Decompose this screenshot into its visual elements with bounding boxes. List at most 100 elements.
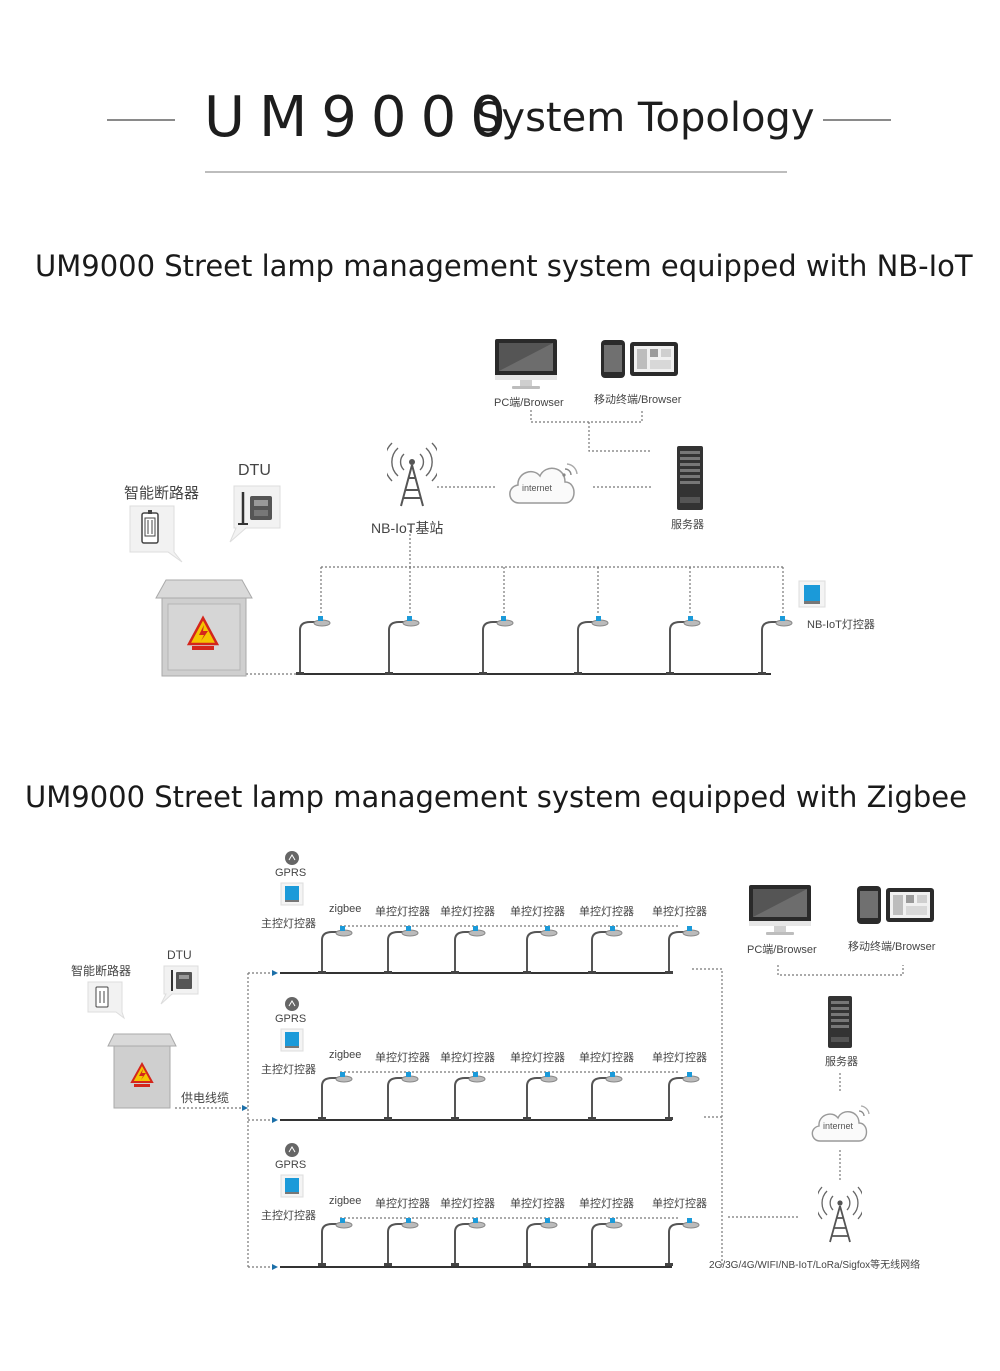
- server-icon: [828, 996, 852, 1048]
- street-lamp-base: [451, 1117, 459, 1120]
- section2-title: UM9000 Street lamp management system equ…: [25, 780, 967, 814]
- street-lamp-pole: [668, 1223, 687, 1265]
- lamp-controller-node: [610, 926, 615, 931]
- street-lamp-base: [588, 971, 596, 974]
- street-lamp-pole: [668, 1077, 687, 1119]
- breaker-label: 智能断路器: [71, 964, 132, 978]
- street-lamp-base: [318, 971, 326, 974]
- lamp-controller-node: [610, 1218, 615, 1223]
- street-lamp-pole: [761, 621, 780, 674]
- page-title-text: System Topology: [476, 95, 815, 141]
- lamp-controller-node: [318, 616, 323, 621]
- lamp-controller-node: [501, 616, 506, 621]
- street-lamp-base: [479, 672, 487, 675]
- dtu-label: DTU: [167, 948, 192, 962]
- lamp-controller-node: [473, 1072, 478, 1077]
- nbiot-tower-icon: [387, 442, 437, 507]
- gprs-antenna-icon: [285, 851, 299, 865]
- gprs-label: GPRS: [275, 867, 307, 879]
- section1-title: UM9000 Street lamp management system equ…: [35, 249, 973, 283]
- mobile-label: 移动终端/Browser: [594, 394, 682, 406]
- single-controller-label: 单控灯控器: [375, 1052, 430, 1064]
- zigbee-topology-diagram: [175, 925, 904, 1270]
- nbiot-controller-icon: [798, 580, 826, 608]
- street-lamp-pole: [454, 931, 473, 973]
- pc-label: PC端/Browser: [494, 397, 564, 409]
- street-lamp-base: [384, 1263, 392, 1266]
- single-controller-label: 单控灯控器: [579, 1198, 634, 1210]
- master-controller-icon: [280, 882, 304, 906]
- lamp-controller-node: [545, 926, 550, 931]
- page-title-model: UM9000: [204, 85, 520, 150]
- street-lamp-pole: [526, 1223, 545, 1265]
- master-controller-label: 主控灯控器: [261, 1064, 316, 1076]
- breaker-bubble-icon: [87, 981, 125, 1020]
- pc-monitor-icon: [749, 885, 811, 935]
- single-controller-label: 单控灯控器: [510, 906, 565, 918]
- header-left-rule: [107, 119, 175, 121]
- single-controller-label: 单控灯控器: [375, 1198, 430, 1210]
- street-lamp-base: [665, 1263, 673, 1266]
- lamp-controller-node: [687, 926, 692, 931]
- header-underline: [205, 171, 787, 173]
- street-lamp-pole: [669, 621, 688, 674]
- single-controller-label: 单控灯控器: [579, 906, 634, 918]
- master-controller-label: 主控灯控器: [261, 1210, 316, 1222]
- lamp-controller-node: [407, 616, 412, 621]
- server-label: 服务器: [825, 1056, 858, 1068]
- street-lamp-base: [588, 1263, 596, 1266]
- street-lamp-base: [523, 1263, 531, 1266]
- street-lamp-pole: [321, 1077, 340, 1119]
- pc-monitor-icon: [495, 339, 557, 389]
- street-lamp-pole: [526, 1077, 545, 1119]
- single-controller-label: 单控灯控器: [652, 906, 707, 918]
- single-controller-label: 单控灯控器: [652, 1052, 707, 1064]
- street-lamp-pole: [591, 1223, 610, 1265]
- lamp-controller-node: [545, 1218, 550, 1223]
- lamp-controller-node: [610, 1072, 615, 1077]
- street-lamp-pole: [577, 621, 596, 674]
- header-right-rule: [823, 119, 891, 121]
- street-lamp-pole: [482, 621, 501, 674]
- base-station-label: NB-IoT基站: [371, 520, 444, 536]
- lamp-controller-node: [688, 616, 693, 621]
- power-cable-label: 供电线缆: [181, 1091, 230, 1105]
- lamp-controller-node: [687, 1072, 692, 1077]
- single-controller-label: 单控灯控器: [510, 1198, 565, 1210]
- internet-label: internet: [823, 1121, 854, 1131]
- mobile-label: 移动终端/Browser: [848, 941, 936, 953]
- street-lamp-pole: [388, 621, 407, 674]
- street-lamp-base: [665, 971, 673, 974]
- street-lamp-pole: [668, 931, 687, 973]
- street-lamp-pole: [321, 1223, 340, 1265]
- street-lamp-base: [384, 1117, 392, 1120]
- street-lamp-base: [588, 1117, 596, 1120]
- zigbee-label: zigbee: [329, 1049, 362, 1061]
- master-controller-icon: [280, 1174, 304, 1198]
- mobile-devices-icon: [601, 340, 678, 378]
- internet-label: internet: [522, 483, 553, 493]
- street-lamp-base: [296, 672, 304, 675]
- power-cabinet-icon: [155, 579, 253, 677]
- nbiot-topology-diagram: [242, 410, 784, 675]
- lamp-controller-node: [473, 926, 478, 931]
- street-lamp-pole: [387, 1223, 406, 1265]
- breaker-label: 智能断路器: [124, 485, 200, 502]
- lamp-controller-node: [406, 1218, 411, 1223]
- lamp-controller-node: [473, 1218, 478, 1223]
- lamp-controller-node: [340, 1072, 345, 1077]
- zigbee-street-lamps: [318, 926, 700, 1266]
- nbiot-street-lamps: [296, 616, 793, 675]
- lamp-controller-node: [596, 616, 601, 621]
- street-lamp-base: [384, 971, 392, 974]
- master-controller-label: 主控灯控器: [261, 918, 316, 930]
- street-lamp-pole: [591, 931, 610, 973]
- single-controller-label: 单控灯控器: [510, 1052, 565, 1064]
- mobile-devices-icon: [857, 886, 934, 924]
- lamp-controller-node: [406, 1072, 411, 1077]
- server-icon: [677, 446, 703, 510]
- street-lamp-base: [574, 672, 582, 675]
- wireless-network-label: 2G/3G/4G/WIFI/NB-IoT/LoRa/Sigfox等无线网络: [709, 1260, 921, 1271]
- internet-cloud-icon: [509, 463, 578, 504]
- pc-label: PC端/Browser: [747, 944, 817, 956]
